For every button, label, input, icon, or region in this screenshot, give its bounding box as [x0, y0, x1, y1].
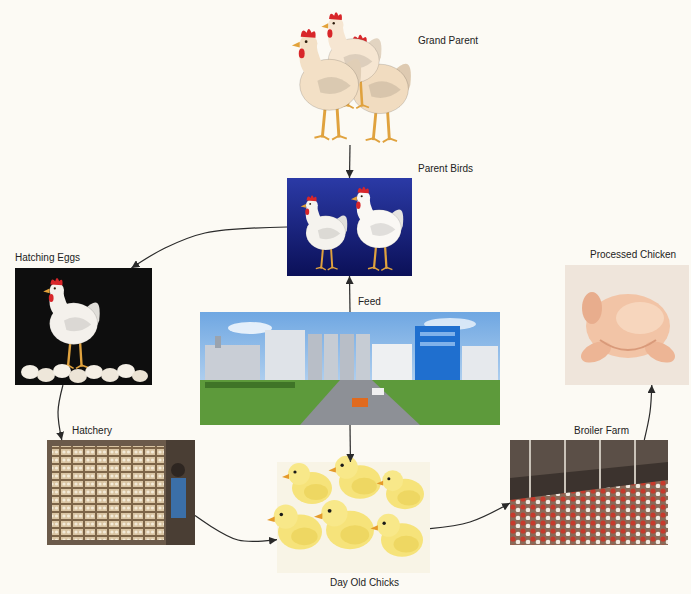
- feed-node: Feed: [200, 312, 500, 425]
- node-label: Parent Birds: [418, 163, 473, 175]
- flow-arrow: [131, 227, 287, 268]
- broiler-farm-photo: [510, 440, 668, 545]
- broiler-farm-node: Broiler Farm: [510, 440, 668, 545]
- grandparent-hens: [292, 12, 411, 142]
- hatchery-node: Hatchery: [47, 440, 195, 545]
- hatching-eggs-photo: [15, 268, 152, 385]
- flow-arrow: [430, 503, 510, 529]
- day-old-chicks-photo: [267, 456, 430, 573]
- feed-mill-photo: [200, 312, 500, 425]
- grandparent-node: Grand Parent: [285, 5, 410, 145]
- node-label: Grand Parent: [418, 35, 478, 47]
- flow-arrow: [58, 385, 63, 440]
- node-label: Broiler Farm: [574, 425, 629, 437]
- node-label: Feed: [358, 296, 381, 308]
- flow-arrow: [349, 425, 351, 462]
- flow-arrow: [195, 516, 277, 542]
- hatching-eggs-node: Hatching Eggs: [15, 268, 152, 385]
- day-old-chicks-node: Day Old Chicks: [277, 462, 430, 573]
- parent-birds-photo: [287, 178, 412, 276]
- flow-arrow: [349, 145, 351, 178]
- node-label: Hatchery: [72, 425, 112, 437]
- node-label: Day Old Chicks: [330, 577, 399, 589]
- flow-arrow: [644, 385, 652, 440]
- processed-chicken-node: Processed Chicken: [565, 265, 689, 385]
- processed-chicken-photo: [565, 265, 689, 385]
- node-label: Processed Chicken: [590, 249, 676, 261]
- flow-arrow: [349, 276, 351, 312]
- parent-birds-node: Parent Birds: [287, 178, 412, 276]
- hatchery-photo: [47, 440, 195, 545]
- node-label: Hatching Eggs: [15, 252, 80, 264]
